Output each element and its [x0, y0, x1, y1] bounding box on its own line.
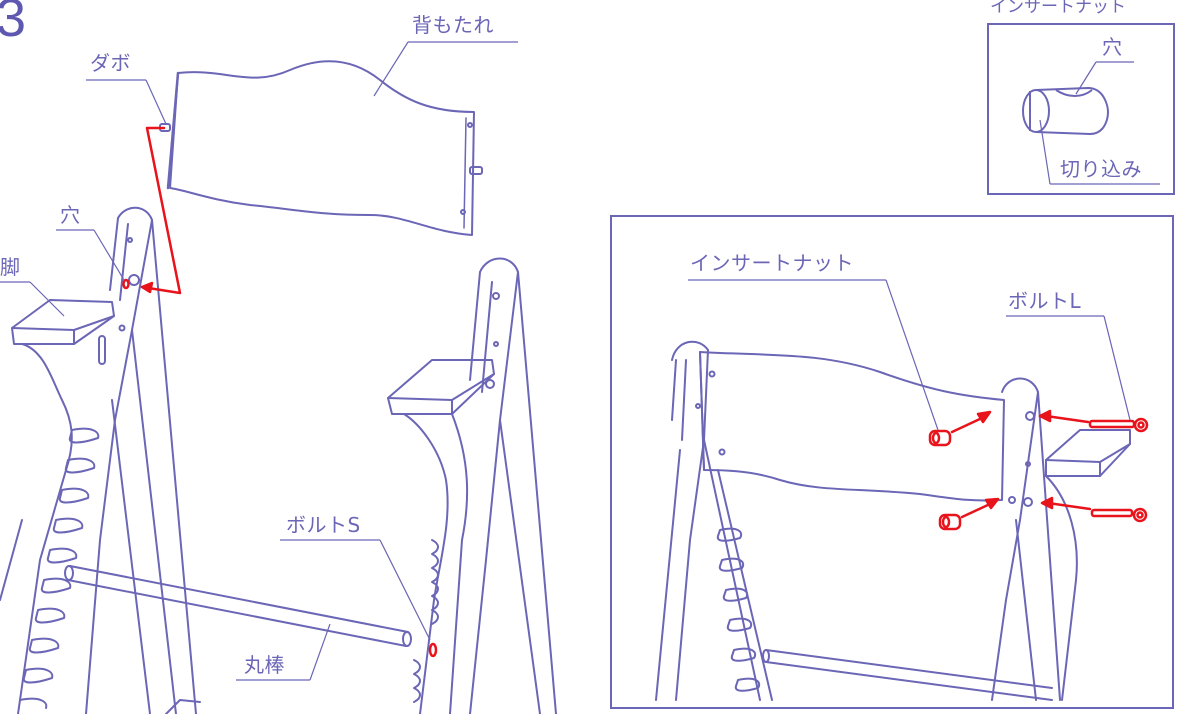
right-leg — [387, 257, 557, 715]
backrest-label: 背もたれ — [412, 13, 494, 37]
insert-nut-label: インサートナット — [690, 251, 854, 275]
step-number: 3 — [0, 0, 27, 48]
bolt-s-label: ボルトS — [286, 513, 361, 537]
insert-nut-illustration — [1022, 87, 1109, 135]
assembled-view-frame — [610, 215, 1174, 709]
leader-lines — [0, 41, 1160, 681]
round-bar-label: 丸棒 — [244, 653, 285, 677]
insert-nut-detail-title: インサートナット — [990, 0, 1126, 17]
leg-label: 脚 — [0, 255, 21, 279]
assembly-guides-right — [928, 409, 1149, 531]
left-leg — [0, 206, 201, 715]
assembly-guides-left — [122, 126, 438, 658]
insert-nut-detail-frame — [987, 23, 1175, 195]
hole-label: 穴 — [60, 203, 81, 227]
insert-nut-hole-label: 穴 — [1102, 35, 1123, 59]
dowel-label: ダボ — [90, 51, 131, 75]
dowel-pins — [159, 122, 483, 215]
bolt-l-label: ボルトL — [1008, 289, 1082, 313]
insert-nut-notch-label: 切り込み — [1060, 157, 1142, 181]
round-bar — [64, 565, 412, 647]
assembled-chair — [655, 340, 1131, 701]
backrest-board — [166, 60, 475, 236]
